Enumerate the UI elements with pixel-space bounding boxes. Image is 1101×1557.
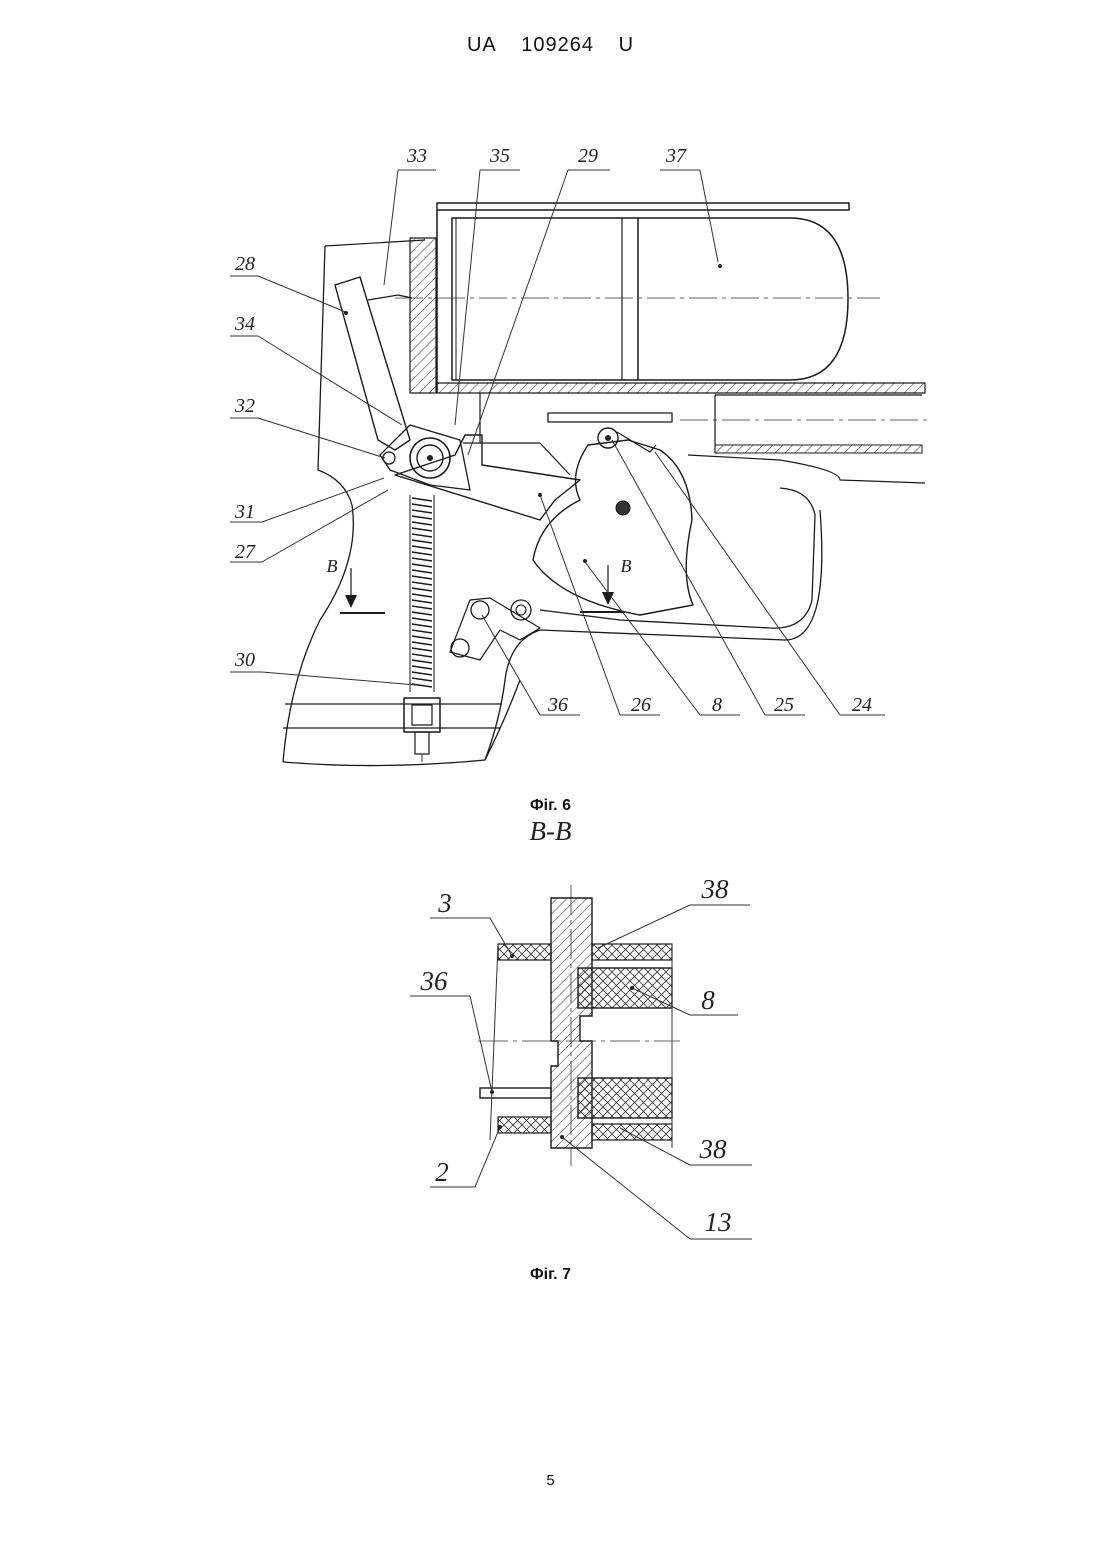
figure-7-drawing: 3 38 36 8 38 2 13 [410, 874, 752, 1239]
fig6-label-33: 33 [406, 145, 427, 167]
fig7-label-13: 13 [705, 1207, 732, 1237]
section-title: B-B [0, 816, 1101, 847]
fig7-label-38-bottom: 38 [699, 1134, 728, 1164]
fig6-label-8: 8 [712, 694, 722, 716]
fig6-label-32: 32 [234, 395, 255, 417]
fig6-label-30: 30 [234, 649, 255, 671]
fig6-label-26: 26 [631, 694, 651, 716]
fig6-label-34: 34 [234, 313, 255, 335]
figure-7-caption: Фіг. 7 [0, 1266, 1101, 1284]
fig6-label-31: 31 [234, 501, 255, 523]
figure-6-caption: Фіг. 6 [0, 797, 1101, 815]
fig7-label-2: 2 [435, 1157, 449, 1187]
section-mark-right: B [621, 556, 632, 576]
fig6-label-27: 27 [235, 541, 256, 563]
fig7-label-3: 3 [437, 888, 452, 918]
fig6-label-37: 37 [665, 145, 687, 167]
section-mark-left: B [327, 556, 338, 576]
fig7-label-38-top: 38 [701, 874, 730, 904]
fig6-label-24: 24 [852, 694, 872, 716]
fig6-label-28: 28 [235, 253, 255, 275]
fig7-label-36: 36 [420, 966, 449, 996]
fig6-label-35: 35 [489, 145, 510, 167]
figure-6-drawing: 33 35 29 37 28 34 32 31 27 30 36 26 8 25… [230, 145, 930, 766]
fig6-label-36: 36 [547, 694, 568, 716]
page-number: 5 [0, 1472, 1101, 1489]
fig7-label-8: 8 [701, 985, 715, 1015]
fig6-label-29: 29 [578, 145, 598, 167]
fig6-label-25: 25 [774, 694, 794, 716]
